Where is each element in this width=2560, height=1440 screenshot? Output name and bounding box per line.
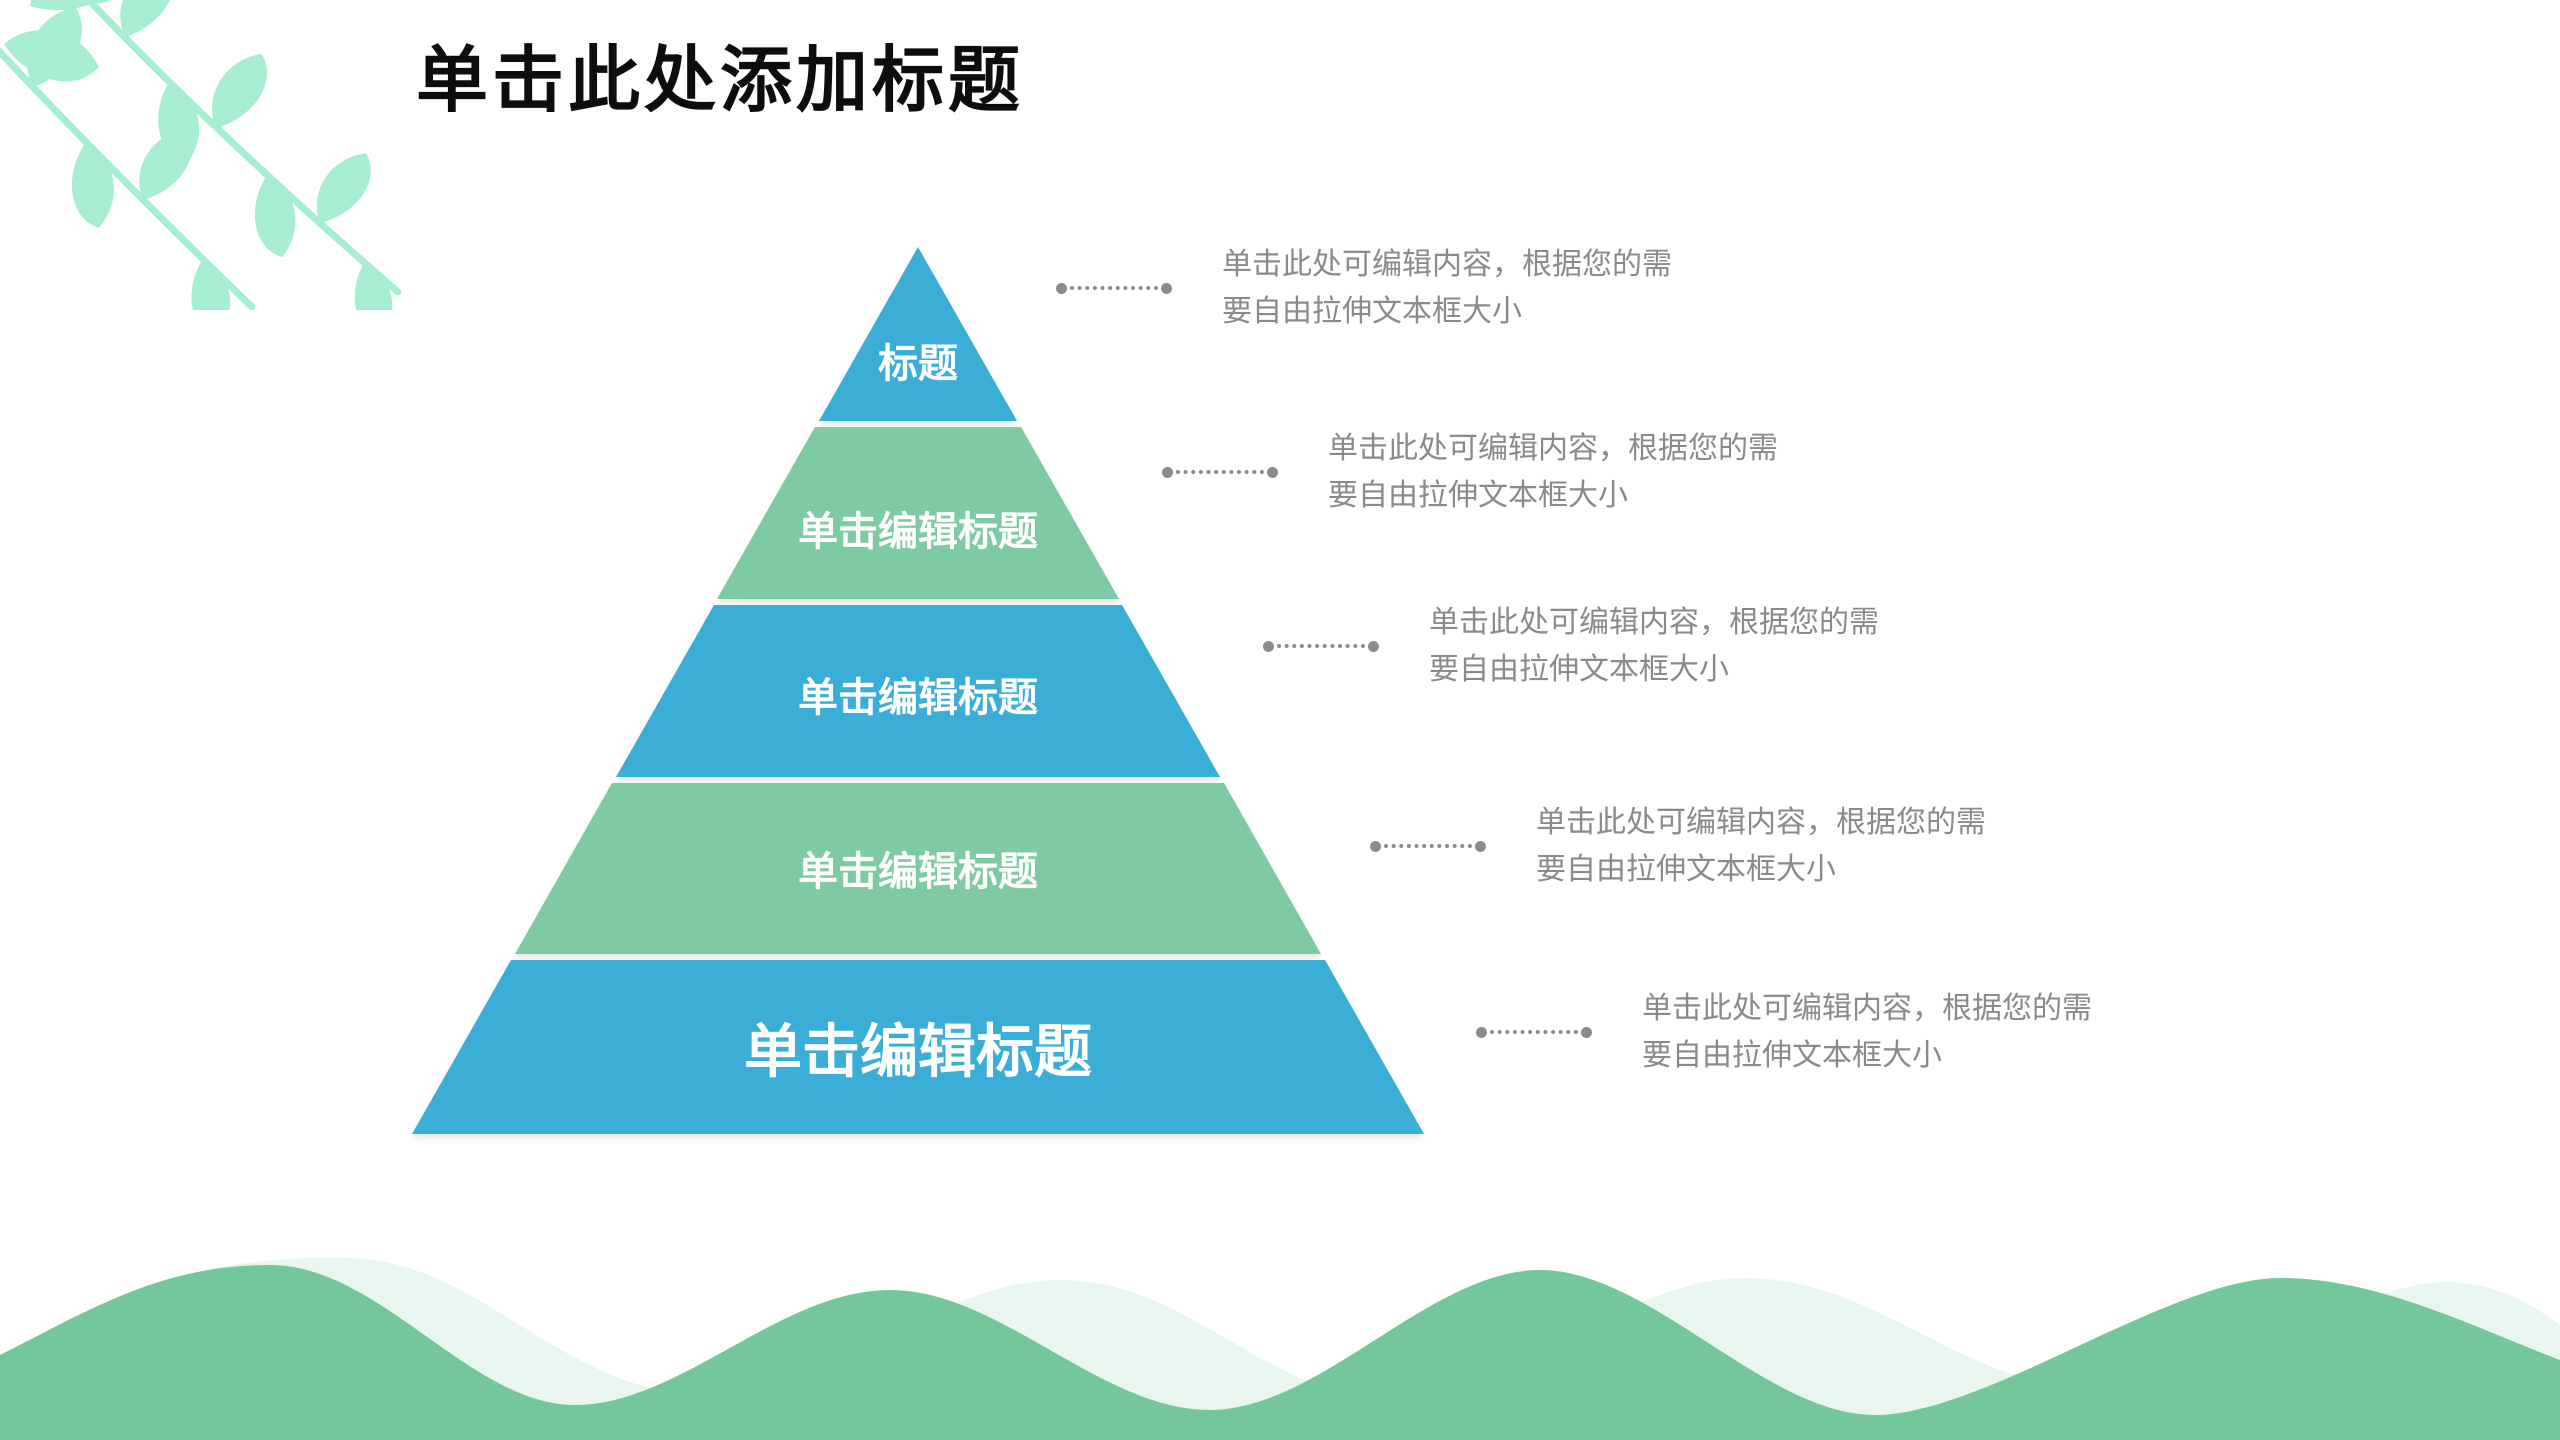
annotation-text[interactable]: 单击此处可编辑内容，根据您的需 要自由拉伸文本框大小 (1328, 425, 1778, 519)
annotation-item: 单击此处可编辑内容，根据您的需 要自由拉伸文本框大小 (1056, 240, 1672, 336)
leader-dotted-line-icon (1277, 644, 1365, 648)
leader-line (1056, 282, 1172, 294)
pyramid-level-5[interactable]: 单击编辑标题 (412, 960, 1424, 1134)
leader-line (1370, 840, 1486, 852)
leader-dot-end-icon (1368, 640, 1379, 652)
pyramid-level-1[interactable]: 标题 (819, 247, 1017, 421)
annotation-line-2: 要自由拉伸文本框大小 (1642, 1039, 1942, 1072)
pyramid-diagram: 标题 单击编辑标题 单击编辑标题 单击编辑标题 单击编辑标题 (412, 247, 1424, 1134)
annotation-line-2: 要自由拉伸文本框大小 (1429, 653, 1729, 686)
annotation-item: 单击此处可编辑内容，根据您的需 要自由拉伸文本框大小 (1370, 798, 1986, 894)
pyramid-level-1-shape (819, 247, 1017, 421)
annotation-text[interactable]: 单击此处可编辑内容，根据您的需 要自由拉伸文本框大小 (1429, 599, 1879, 693)
annotation-line-1: 单击此处可编辑内容，根据您的需 (1222, 248, 1672, 281)
wave-main-shape (0, 1265, 2560, 1440)
bottom-wave-decoration (0, 1257, 2560, 1440)
leader-line (1263, 640, 1379, 652)
annotation-text[interactable]: 单击此处可编辑内容，根据您的需 要自由拉伸文本框大小 (1222, 241, 1672, 335)
pyramid-level-3-label: 单击编辑标题 (798, 676, 1038, 720)
leader-dotted-line-icon (1070, 286, 1158, 290)
leader-dotted-line-icon (1176, 470, 1264, 474)
pyramid-level-4-shape (515, 783, 1321, 954)
leader-dotted-line-icon (1384, 844, 1472, 848)
leader-dotted-line-icon (1490, 1030, 1578, 1034)
leader-line (1476, 1026, 1592, 1038)
pyramid-level-2-label: 单击编辑标题 (798, 510, 1038, 554)
leader-dot-end-icon (1161, 282, 1172, 294)
pyramid-level-3[interactable]: 单击编辑标题 (616, 605, 1220, 777)
leader-dot-start-icon (1476, 1026, 1487, 1038)
leader-line (1162, 466, 1278, 478)
leader-dot-start-icon (1162, 466, 1173, 478)
leaf-branch-group (0, 0, 402, 310)
pyramid-level-1-label: 标题 (878, 342, 958, 386)
pyramid-level-2-shape (717, 427, 1119, 599)
annotation-line-2: 要自由拉伸文本框大小 (1536, 853, 1836, 886)
pyramid-level-5-label: 单击编辑标题 (744, 1020, 1092, 1085)
annotation-line-1: 单击此处可编辑内容，根据您的需 (1536, 806, 1986, 839)
leader-dot-start-icon (1056, 282, 1067, 294)
slide-title[interactable]: 单击此处添加标题 (416, 41, 1025, 121)
annotation-line-2: 要自由拉伸文本框大小 (1222, 295, 1522, 328)
annotation-item: 单击此处可编辑内容，根据您的需 要自由拉伸文本框大小 (1476, 984, 2092, 1080)
leaf-icon (100, 0, 192, 43)
annotation-text[interactable]: 单击此处可编辑内容，根据您的需 要自由拉伸文本框大小 (1642, 985, 2092, 1079)
pyramid-level-2[interactable]: 单击编辑标题 (717, 427, 1119, 599)
annotation-text[interactable]: 单击此处可编辑内容，根据您的需 要自由拉伸文本框大小 (1536, 799, 1986, 893)
leader-dot-end-icon (1475, 840, 1486, 852)
leader-dot-start-icon (1370, 840, 1381, 852)
annotation-line-1: 单击此处可编辑内容，根据您的需 (1642, 992, 2092, 1025)
leaf-icon (248, 174, 302, 259)
leader-dot-end-icon (1581, 1026, 1592, 1038)
leaf-branch-decoration (0, 0, 402, 310)
leaf-icon (64, 140, 122, 230)
pyramid-level-4-label: 单击编辑标题 (798, 850, 1038, 894)
pyramid-level-3-shape (616, 605, 1220, 777)
branch-stem-icon (83, 0, 402, 296)
annotation-item: 单击此处可编辑内容，根据您的需 要自由拉伸文本框大小 (1263, 598, 1879, 694)
annotation-line-2: 要自由拉伸文本框大小 (1328, 479, 1628, 512)
leader-dot-start-icon (1263, 640, 1274, 652)
annotation-line-1: 单击此处可编辑内容，根据您的需 (1328, 432, 1778, 465)
annotation-line-1: 单击此处可编辑内容，根据您的需 (1429, 606, 1879, 639)
annotation-item: 单击此处可编辑内容，根据您的需 要自由拉伸文本框大小 (1162, 424, 1778, 520)
leader-dot-end-icon (1267, 466, 1278, 478)
pyramid-level-4[interactable]: 单击编辑标题 (515, 783, 1321, 954)
pyramid-level-5-shape (412, 960, 1424, 1134)
